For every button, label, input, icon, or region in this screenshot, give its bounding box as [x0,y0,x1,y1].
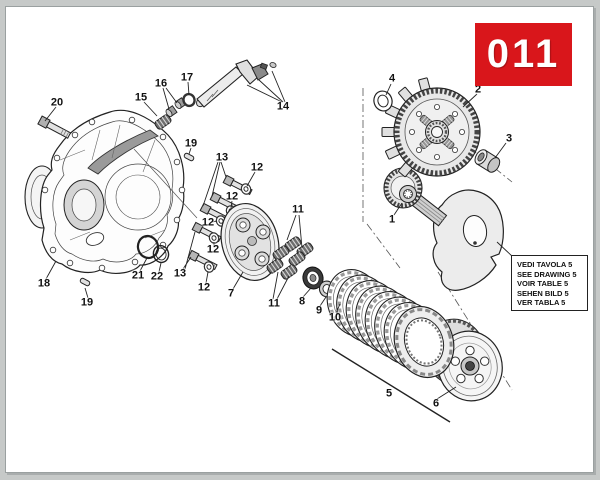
part-crankcase [24,109,186,274]
part-gear-1 [383,167,423,209]
crankcase-bolt-holes [41,116,186,272]
part-bolt-20 [37,115,72,139]
part-spacer-3 [474,149,501,173]
part-oring-21 [136,234,160,260]
part-disc-pack-5 [317,260,455,379]
part-washer-17 [182,92,196,108]
part-pressure-plate-7 [220,203,280,281]
note-line: SEE DRAWING 5 [517,269,577,279]
part-washer-4 [373,90,393,112]
note-line: VEDI TAVOLA 5 [517,260,573,269]
plate-code: 011 [486,32,561,76]
part-pin-19b [78,277,92,287]
leader-lines [44,70,514,423]
note-line: VOIR TABLE 5 [517,279,569,289]
part-basket-2 [381,77,481,178]
note-line: SEHEN BILD 5 [517,288,569,298]
note-line: VER TABLA 5 [517,298,566,308]
pack-front-plate [393,306,455,378]
part-lever-14 [196,59,277,108]
plate-code-box: 011 [475,23,572,86]
part-seal-22 [152,244,170,264]
part-bearing-8 [302,266,324,290]
